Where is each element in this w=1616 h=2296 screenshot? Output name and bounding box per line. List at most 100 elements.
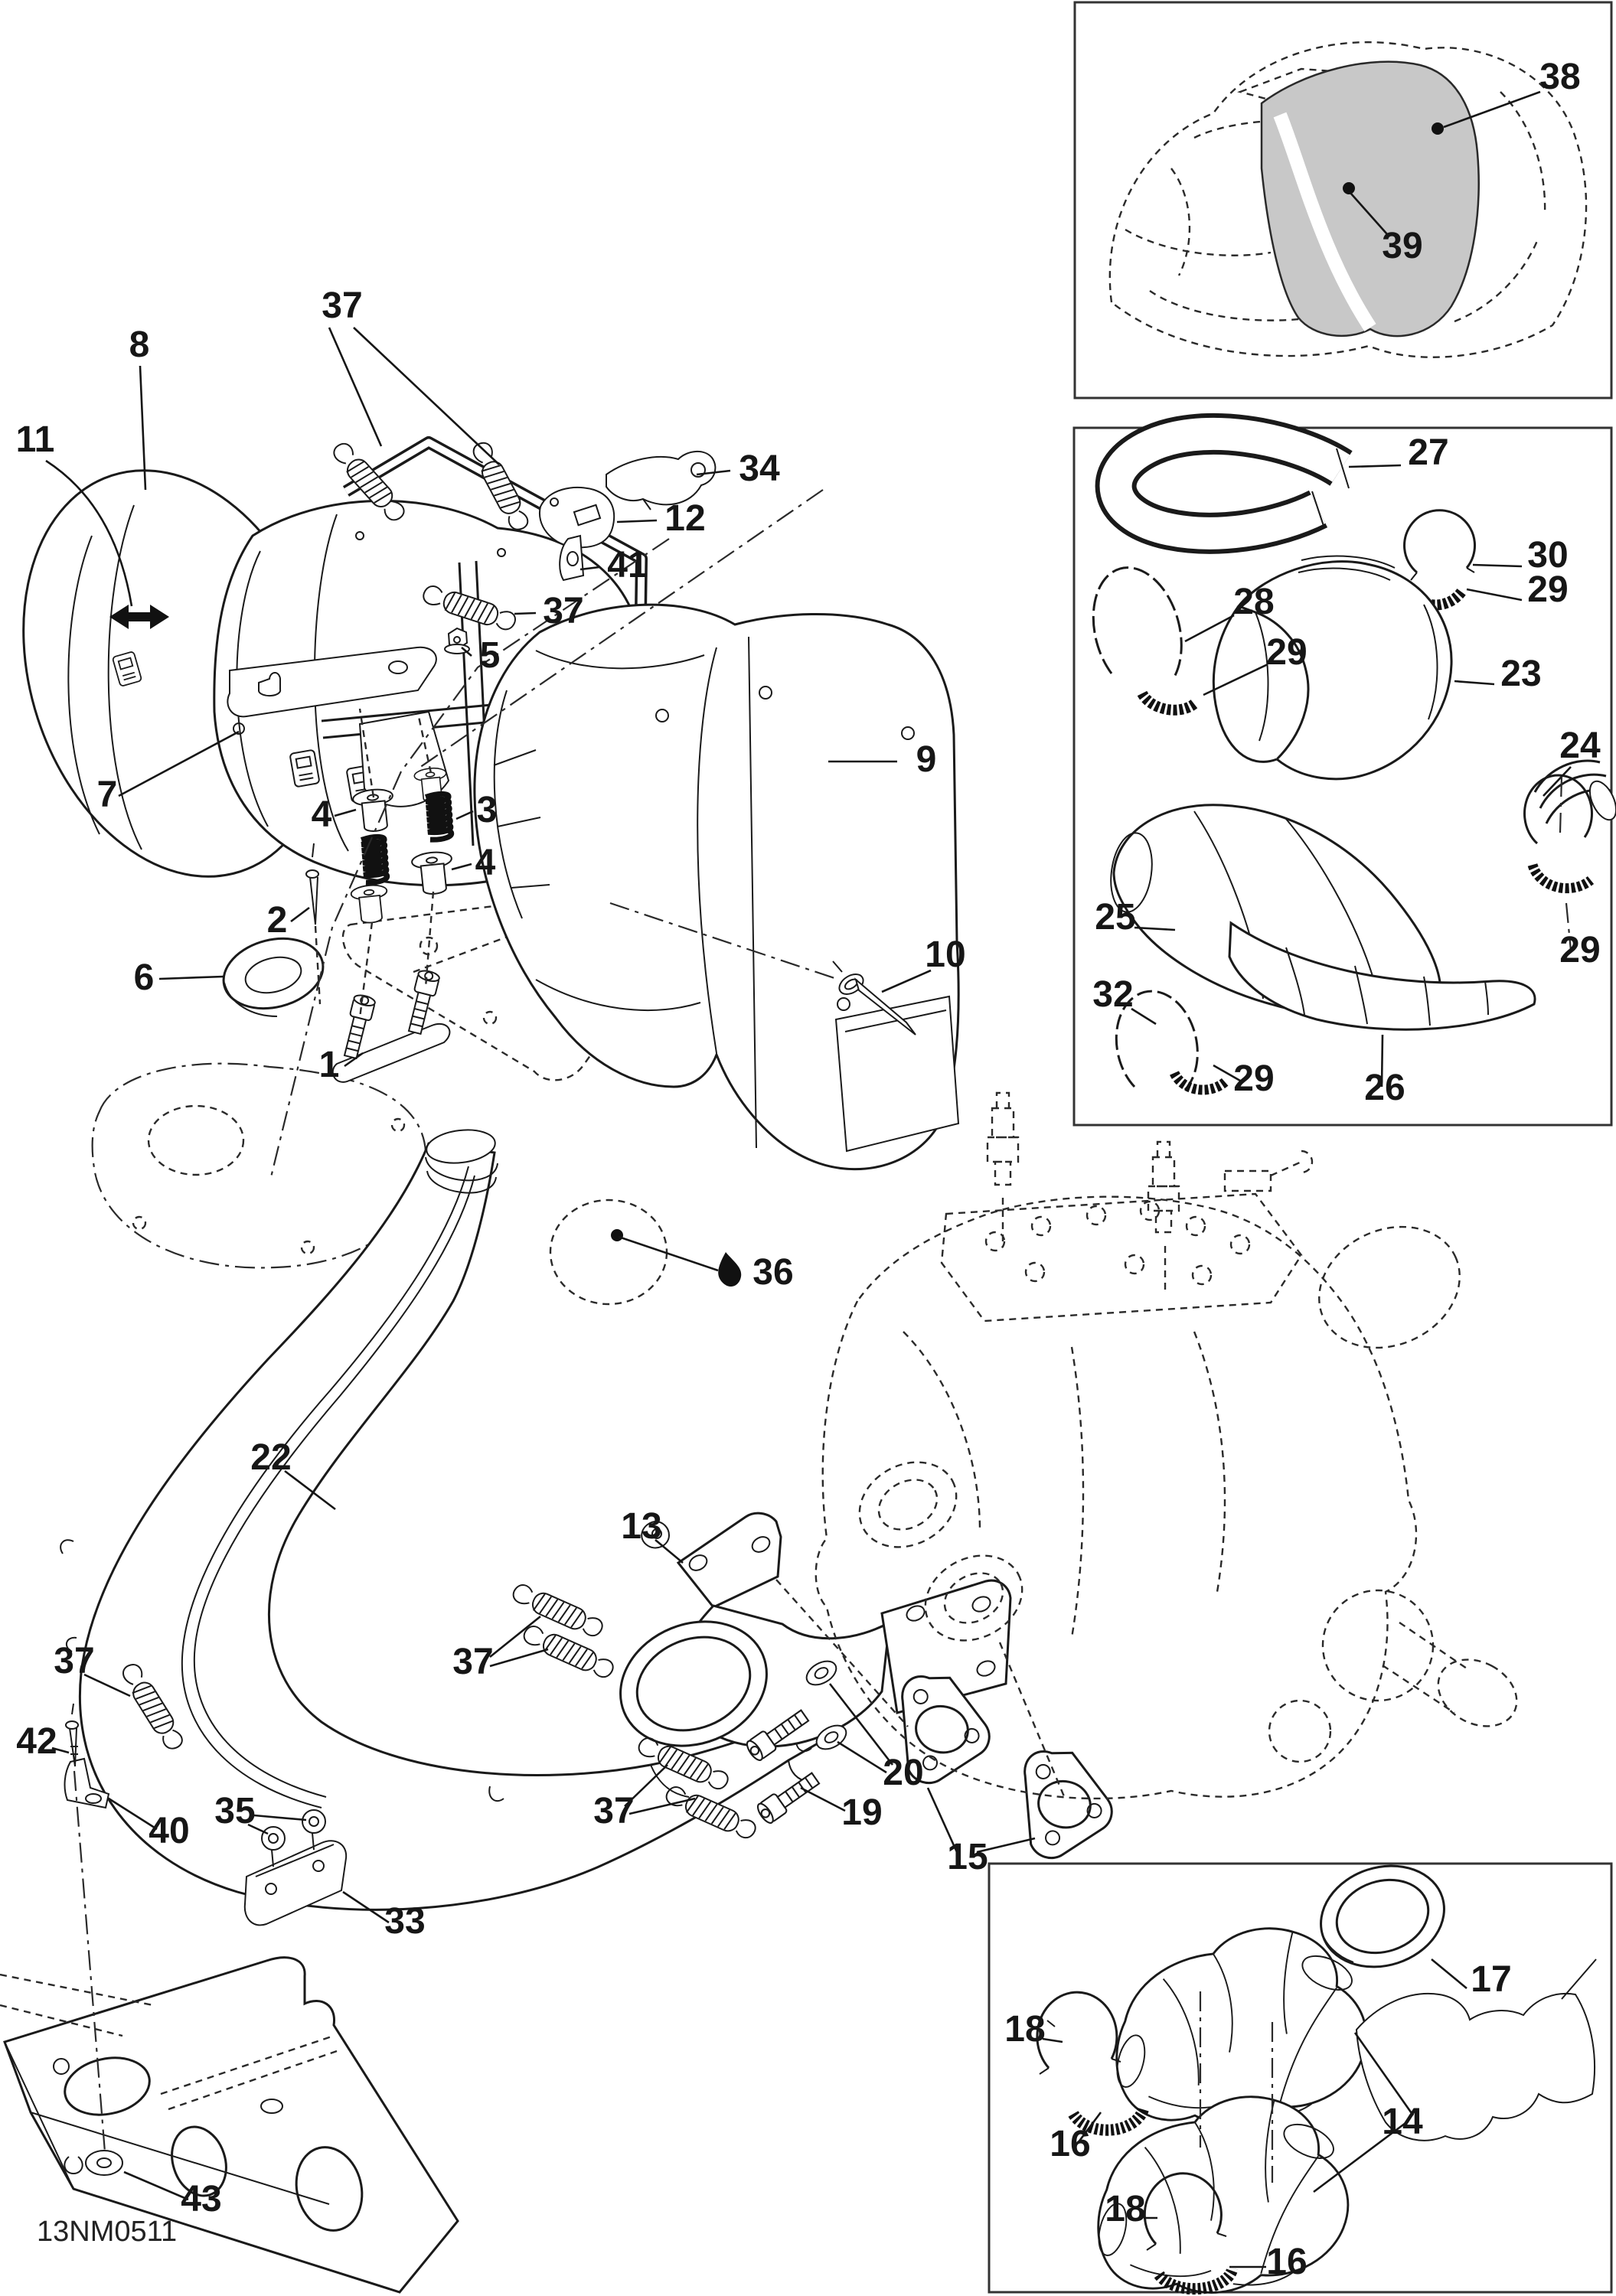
direction-arrow-icon xyxy=(109,605,169,629)
part-callout: 6 xyxy=(134,957,155,998)
part-callout: 43 xyxy=(181,2179,221,2219)
part-callout: 10 xyxy=(925,934,965,975)
part-callout: 35 xyxy=(214,1791,255,1831)
y-pipe-upper xyxy=(1111,1927,1368,2126)
gasket-15 xyxy=(1006,1743,1124,1870)
bracket-40 xyxy=(64,1757,110,1809)
part-callout: 18 xyxy=(1105,2189,1145,2229)
callout-dot-38 xyxy=(1432,122,1444,135)
foam-pad-27 xyxy=(1095,413,1353,554)
clamp-30 xyxy=(1403,509,1476,581)
tuned-pipe-22 xyxy=(60,1129,841,1911)
spring-clamp-29 xyxy=(1137,690,1200,716)
screw-35 xyxy=(302,1809,326,1851)
gasket-ring-17 xyxy=(1320,1864,1445,1968)
part-callout: 15 xyxy=(947,1837,988,1877)
pin-2 xyxy=(305,843,319,925)
callout-dot-39 xyxy=(1343,182,1355,194)
seal-ring-6 xyxy=(222,937,325,1017)
heat-shield-9 xyxy=(473,603,960,1171)
compression-spring-3 xyxy=(426,794,452,840)
washer-43 xyxy=(85,2150,123,2176)
part-callout: 27 xyxy=(1408,432,1448,473)
bracket-latch-34 xyxy=(606,451,717,510)
inset-box-hood-panels xyxy=(1073,1,1613,400)
inset-box-y-pipe xyxy=(988,1862,1613,2295)
part-callout: 16 xyxy=(1050,2124,1090,2164)
hose-26 xyxy=(1228,921,1536,1031)
part-callout: 14 xyxy=(1382,2102,1423,2142)
part-callout: 9 xyxy=(916,739,937,780)
part-callout: 3 xyxy=(477,790,498,830)
leader-lines xyxy=(45,90,1572,2268)
part-callout: 18 xyxy=(1004,2009,1045,2050)
part-callout: 42 xyxy=(16,1721,57,1762)
part-callout: 7 xyxy=(97,775,118,815)
part-callout: 22 xyxy=(250,1437,291,1478)
part-callout: 29 xyxy=(1559,930,1600,970)
spring-16 xyxy=(1068,2106,1150,2136)
part-callout: 29 xyxy=(1266,632,1307,673)
muffler-latch xyxy=(289,748,321,788)
shaded-panel-38 xyxy=(1260,60,1480,338)
part-callout: 12 xyxy=(664,498,705,539)
part-callout: 11 xyxy=(16,419,55,460)
part-callout: 8 xyxy=(129,325,150,365)
tension-spring xyxy=(509,1580,607,1641)
part-callout: 32 xyxy=(1092,974,1133,1015)
part-callout: 5 xyxy=(480,635,501,676)
washer-20 xyxy=(805,1660,837,1686)
oil-point-36 xyxy=(611,1229,742,1287)
part-callout: 37 xyxy=(543,591,583,631)
bushing-4 xyxy=(349,882,391,925)
support-bracket-33 xyxy=(243,1840,348,1926)
drawing-id: 13NM0511 xyxy=(37,2216,177,2248)
part-callout: 37 xyxy=(322,285,362,326)
bolt-19 xyxy=(754,1768,823,1826)
part-callout: 26 xyxy=(1364,1068,1405,1108)
bracket-41 xyxy=(559,534,585,582)
rubber-grommet-12 xyxy=(538,487,615,549)
part-callout: 36 xyxy=(753,1252,793,1293)
construction-lines xyxy=(73,489,1167,2153)
inset-box-exhaust-hoses xyxy=(1072,413,1616,1127)
part-callout: 28 xyxy=(1233,582,1274,622)
hose-23 xyxy=(1212,555,1453,781)
panel-divider-stripe xyxy=(1273,112,1376,331)
hose-24 xyxy=(1533,759,1616,824)
pin-42 xyxy=(65,1703,79,1767)
part-callout: 13 xyxy=(621,1506,661,1547)
part-callout: 39 xyxy=(1382,226,1422,266)
part-callout: 37 xyxy=(452,1642,493,1682)
tension-spring xyxy=(520,1622,618,1682)
part-callout: 4 xyxy=(312,794,332,835)
part-callout: 23 xyxy=(1500,654,1541,694)
oil-drop-icon xyxy=(718,1252,742,1287)
clamp-28 xyxy=(1092,566,1183,680)
part-callout: 29 xyxy=(1233,1058,1274,1099)
clamp-18 xyxy=(1036,1991,1121,2075)
frame-bracket xyxy=(0,1956,459,2294)
part-callout: 40 xyxy=(149,1811,189,1851)
part-callout: 20 xyxy=(883,1753,923,1793)
heat-gasket-plate xyxy=(1355,1958,1597,2141)
part-callout: 16 xyxy=(1266,2242,1307,2282)
part-callout: 2 xyxy=(267,900,288,941)
clamp-18 xyxy=(1143,2172,1227,2251)
part-callout: 19 xyxy=(841,1792,882,1833)
spring-clamp-29 xyxy=(1523,774,1595,894)
part-callout: 37 xyxy=(593,1791,634,1831)
part-callout: 25 xyxy=(1095,897,1135,938)
part-callout: 38 xyxy=(1539,57,1580,97)
part-callout: 17 xyxy=(1471,1959,1511,2000)
part-callout: 37 xyxy=(54,1641,94,1681)
part-callout: 29 xyxy=(1527,569,1568,610)
part-callout: 30 xyxy=(1527,535,1568,576)
part-callout: 1 xyxy=(319,1045,340,1085)
spring-16 xyxy=(1154,2267,1239,2295)
part-callout: 24 xyxy=(1559,726,1601,766)
part-callout: 4 xyxy=(475,843,496,883)
part-callout: 33 xyxy=(384,1901,425,1942)
compression-spring-3 xyxy=(361,837,387,883)
